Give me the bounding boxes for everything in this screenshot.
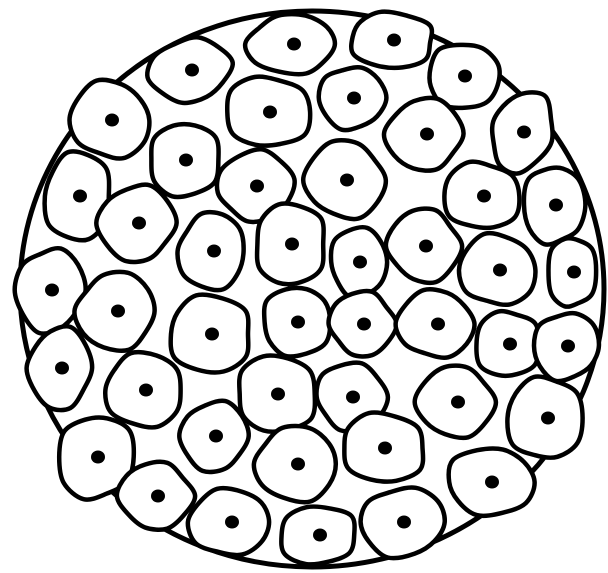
cell	[524, 168, 585, 245]
cell-nucleus	[503, 338, 517, 351]
cell-nucleus	[353, 256, 367, 269]
cell-nucleus	[205, 328, 219, 341]
cell-nucleus	[541, 412, 555, 425]
cell-nucleus	[291, 458, 305, 471]
cell-nucleus	[105, 114, 119, 127]
cell-nucleus	[139, 384, 153, 397]
cell-nucleus	[485, 476, 499, 489]
cell	[264, 288, 330, 357]
cell-nucleus	[185, 64, 199, 77]
cell	[105, 352, 180, 427]
cell-nucleus	[285, 238, 299, 251]
cell	[331, 227, 387, 297]
cell	[361, 487, 445, 558]
cell	[507, 376, 582, 457]
cell-nucleus	[458, 70, 472, 83]
cell-nucleus	[517, 126, 531, 139]
cell	[548, 238, 596, 306]
cell-nucleus	[549, 199, 563, 212]
cell-nucleus	[151, 490, 165, 503]
cell-nucleus	[561, 340, 575, 353]
cell-nucleus	[73, 190, 87, 203]
cell-nucleus	[493, 264, 507, 277]
cell	[449, 448, 535, 515]
cell-nucleus	[567, 266, 581, 279]
cell	[459, 233, 535, 305]
cell-nucleus	[271, 388, 285, 401]
cell-nucleus	[111, 305, 125, 318]
cell-nucleus	[346, 391, 360, 404]
cell-nucleus	[419, 240, 433, 253]
cell-nucleus	[55, 362, 69, 375]
cell-nucleus	[451, 396, 465, 409]
cell-nucleus	[431, 318, 445, 331]
cell	[151, 124, 218, 197]
cell	[227, 77, 310, 146]
cell	[476, 311, 539, 376]
cell	[351, 12, 432, 68]
cell-nucleus	[250, 180, 264, 193]
cell-nucleus	[132, 217, 146, 230]
cell-nucleus	[45, 284, 59, 297]
cell-nucleus	[357, 318, 371, 331]
cell-nucleus	[91, 451, 105, 464]
cell-nucleus	[209, 430, 223, 443]
cell-nucleus	[397, 516, 411, 529]
cell-nucleus	[420, 128, 434, 141]
cell-nucleus	[179, 154, 193, 167]
cell-nucleus	[291, 316, 305, 329]
cell-nucleus	[347, 92, 361, 105]
cell	[257, 204, 324, 285]
cell	[444, 162, 519, 228]
cell-nucleus	[263, 106, 277, 119]
cell	[239, 356, 315, 432]
cell	[344, 413, 423, 482]
cell-nucleus	[477, 190, 491, 203]
cell-nucleus	[378, 442, 392, 455]
cell	[281, 507, 354, 565]
cell-nucleus	[225, 516, 239, 529]
cell-nucleus	[340, 174, 354, 187]
cell-nucleus	[207, 245, 221, 258]
cell	[171, 295, 249, 373]
cell-nucleus	[387, 34, 401, 47]
cell-nucleus	[287, 38, 301, 51]
cell-nucleus	[313, 529, 327, 542]
